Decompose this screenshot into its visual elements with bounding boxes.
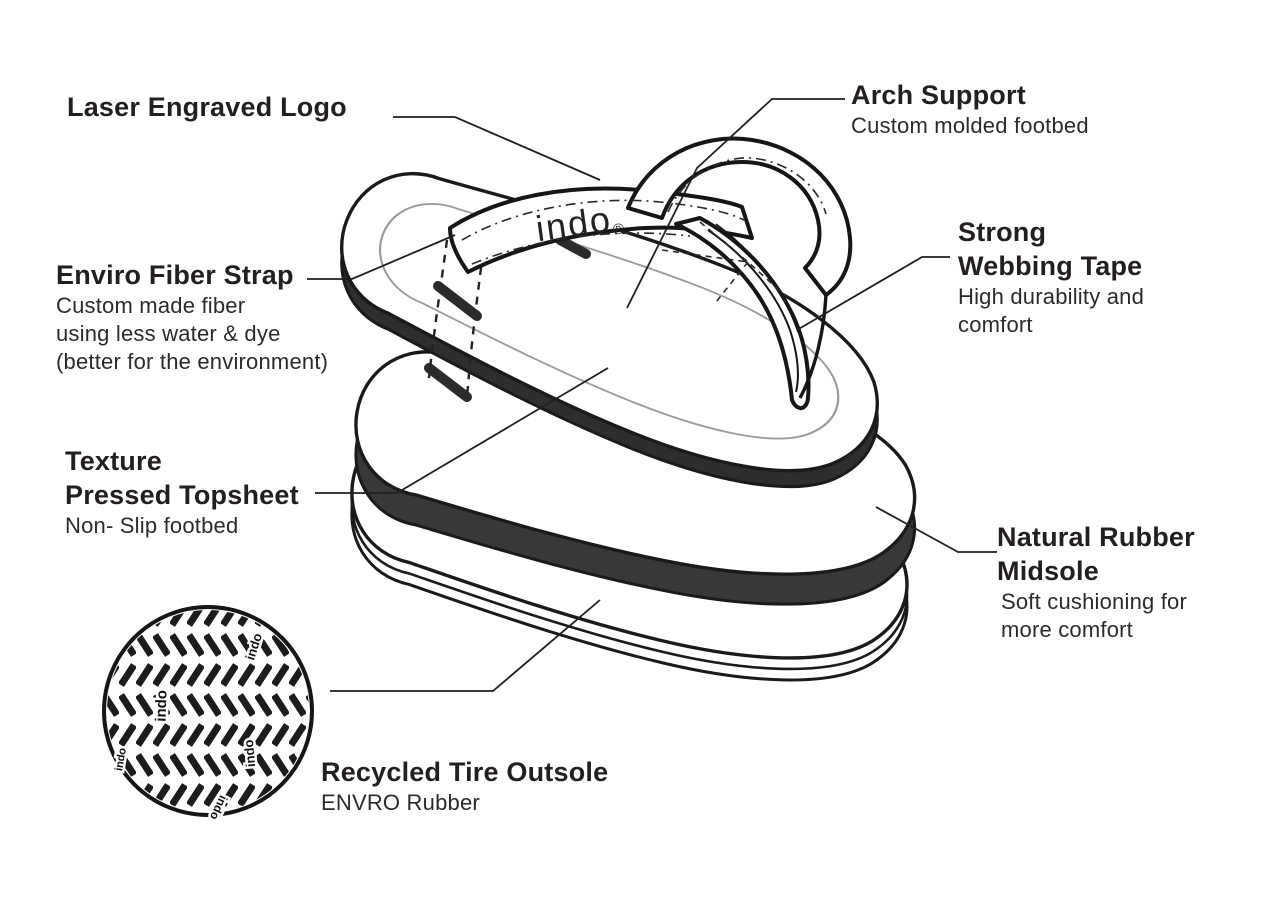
callout-title: Strong	[958, 217, 1047, 247]
leader-lines	[307, 98, 997, 692]
callout-subtitle: Custom made fiber	[56, 293, 246, 318]
strap-toe-arm-edge	[798, 294, 828, 399]
callout-topsheet: Texture Pressed Topsheet Non- Slip footb…	[65, 444, 299, 540]
leader-midsole	[875, 506, 997, 553]
leader-enviro-strap	[307, 234, 456, 280]
callout-webbing-tape: Strong Webbing Tape High durability and …	[958, 215, 1144, 339]
callout-outsole: Recycled Tire Outsole ENVRO Rubber	[321, 755, 608, 817]
callout-subtitle: ENVRO Rubber	[321, 790, 480, 815]
callout-subtitle: (better for the environment)	[56, 349, 329, 374]
callout-subtitle: Soft cushioning for	[1001, 589, 1188, 614]
strap-contour-line	[715, 223, 799, 333]
callout-subtitle: comfort	[958, 312, 1033, 337]
leader-outsole	[330, 599, 601, 692]
callout-title: Texture	[65, 446, 162, 476]
tread-pattern	[107, 610, 309, 812]
callout-midsole: Natural Rubber Midsole Soft cushioning f…	[997, 520, 1195, 644]
tread-swatch: indo indo indo indo indo	[102, 605, 314, 825]
callout-title: Webbing Tape	[958, 251, 1143, 281]
leader-arch-support	[626, 98, 845, 309]
leader-webbing-tape	[796, 256, 950, 331]
callout-laser-logo: Laser Engraved Logo	[67, 90, 347, 124]
tread-brand-text: indo	[241, 739, 258, 768]
callout-subtitle: using less water & dye	[56, 321, 281, 346]
callout-enviro-strap: Enviro Fiber Strap Custom made fiber usi…	[56, 258, 328, 376]
registered-mark: ®	[612, 220, 625, 238]
callout-title: Natural Rubber	[997, 522, 1195, 552]
strap-stitching	[461, 157, 827, 265]
callout-arch-support: Arch Support Custom molded footbed	[851, 78, 1089, 140]
callout-subtitle: Non- Slip footbed	[65, 513, 239, 538]
strap: indo ®	[448, 136, 853, 410]
callout-title: Enviro Fiber Strap	[56, 260, 294, 290]
callout-title: Recycled Tire Outsole	[321, 757, 609, 787]
leader-topsheet	[315, 367, 609, 494]
tread-brand-text: indo	[152, 690, 170, 722]
callout-subtitle: Custom molded footbed	[851, 113, 1089, 138]
callout-subtitle: High durability and	[958, 284, 1145, 309]
callout-title: Arch Support	[851, 80, 1026, 110]
callout-subtitle: more comfort	[1001, 617, 1133, 642]
callout-title: Pressed Topsheet	[65, 480, 299, 510]
callout-title: Midsole	[997, 556, 1099, 586]
callout-title: Laser Engraved Logo	[67, 92, 347, 122]
strap-hidden-edges	[661, 221, 791, 303]
strap-passthrough	[424, 235, 591, 402]
leader-laser-logo	[393, 116, 601, 181]
strap-webbing-loop	[626, 136, 853, 297]
